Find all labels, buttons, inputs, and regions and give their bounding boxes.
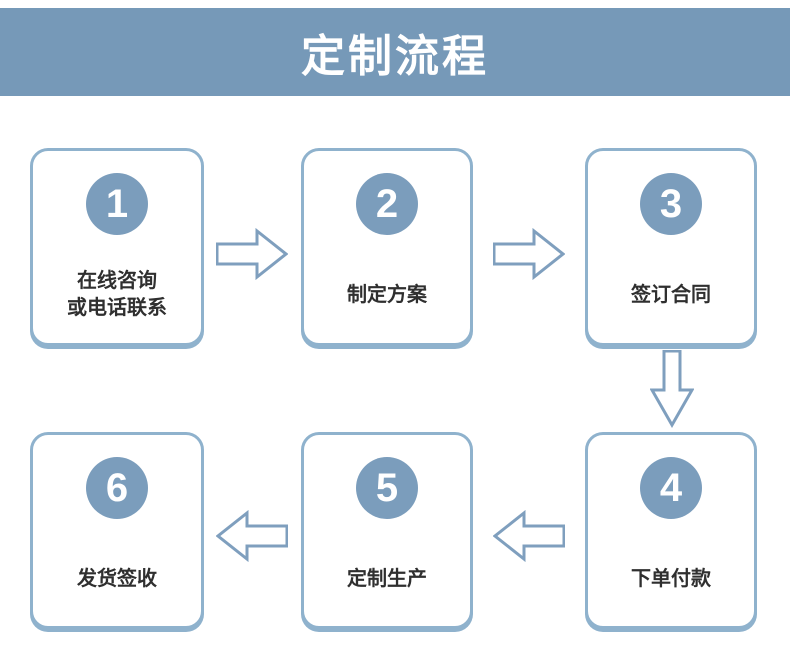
arrow-right-icon bbox=[493, 228, 565, 280]
arrow-down-shape bbox=[650, 350, 694, 428]
arrow-right-shape bbox=[493, 228, 565, 280]
step-card-3: 3 签订合同 bbox=[585, 148, 757, 346]
page-title: 定制流程 bbox=[301, 32, 489, 81]
step-card-4: 4 下单付款 bbox=[585, 432, 757, 629]
step-card-1: 1 在线咨询 或电话联系 bbox=[30, 148, 204, 346]
step-number-badge: 5 bbox=[356, 457, 418, 519]
header-banner: 定制流程 bbox=[0, 8, 790, 96]
step-number: 1 bbox=[105, 181, 129, 226]
step-number: 6 bbox=[105, 465, 129, 510]
arrow-left-icon bbox=[493, 510, 565, 562]
arrow-right-icon bbox=[216, 228, 288, 280]
step-number-badge: 6 bbox=[86, 457, 148, 519]
step-label: 发货签收 bbox=[77, 567, 157, 590]
step-label: 制定方案 bbox=[347, 283, 427, 306]
step-number: 4 bbox=[659, 465, 683, 510]
step-label: 定制生产 bbox=[347, 567, 427, 590]
step-number: 2 bbox=[375, 181, 399, 226]
step-card-5: 5 定制生产 bbox=[301, 432, 473, 629]
arrow-left-icon bbox=[216, 510, 288, 562]
step-number-badge: 2 bbox=[356, 173, 418, 235]
step-number: 3 bbox=[659, 181, 683, 226]
step-number-badge: 3 bbox=[640, 173, 702, 235]
arrow-down-icon bbox=[650, 350, 694, 428]
step-card-2: 2 制定方案 bbox=[301, 148, 473, 346]
step-number-badge: 4 bbox=[640, 457, 702, 519]
arrow-right-shape bbox=[216, 228, 288, 280]
step-card-6: 6 发货签收 bbox=[30, 432, 204, 629]
arrow-left-shape bbox=[493, 510, 565, 562]
step-label: 签订合同 bbox=[631, 283, 711, 306]
arrow-left-shape bbox=[216, 510, 288, 562]
step-label: 下单付款 bbox=[631, 567, 711, 590]
step-number: 5 bbox=[375, 465, 399, 510]
step-number-badge: 1 bbox=[86, 173, 148, 235]
step-label: 在线咨询 或电话联系 bbox=[67, 270, 167, 319]
